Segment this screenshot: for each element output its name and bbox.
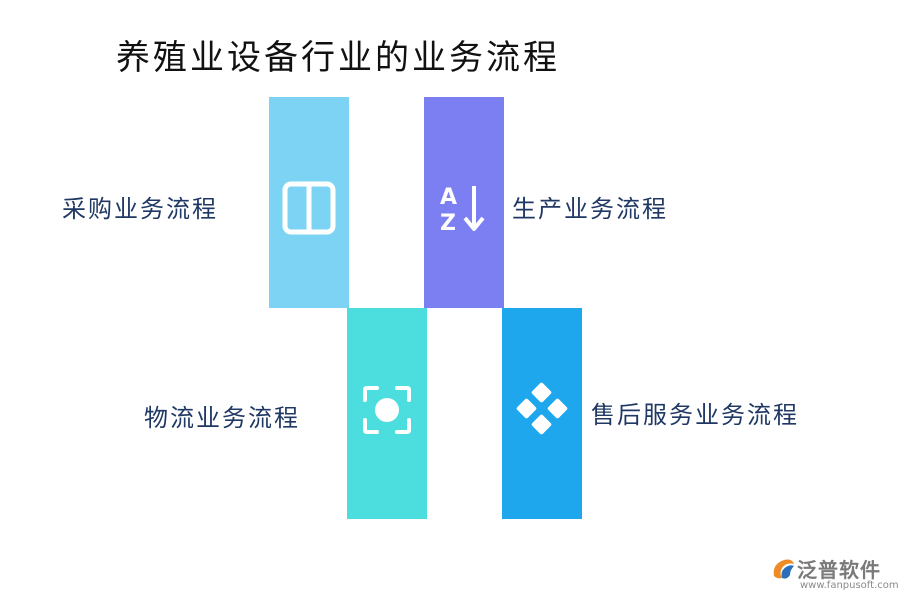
logo-mark-icon	[770, 556, 796, 586]
diamond-grid-icon	[512, 380, 572, 444]
step-bar-logistics	[347, 308, 427, 519]
svg-text:Z: Z	[440, 211, 456, 236]
logo-name: 泛普软件	[797, 558, 881, 582]
step-bar-purchase	[269, 97, 349, 308]
step-label-after-sales: 售后服务业务流程	[591, 401, 799, 429]
focus-frame-icon	[361, 384, 413, 440]
brand-logo: 泛普软件 www.fanpusoft.com	[770, 554, 899, 594]
step-bar-production: A Z	[424, 97, 504, 308]
step-bar-after-sales	[502, 308, 582, 519]
step-label-logistics: 物流业务流程	[144, 404, 300, 432]
two-panel-icon	[281, 180, 337, 240]
sort-az-icon: A Z	[438, 180, 490, 240]
step-label-production: 生产业务流程	[512, 195, 668, 223]
svg-text:A: A	[440, 185, 457, 210]
step-label-purchase: 采购业务流程	[62, 195, 218, 223]
logo-url: www.fanpusoft.com	[800, 580, 899, 591]
page-title: 养殖业设备行业的业务流程	[116, 38, 560, 78]
